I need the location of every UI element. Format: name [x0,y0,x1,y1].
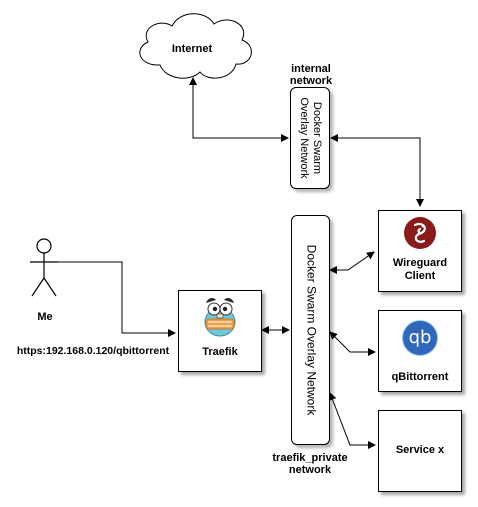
wireguard-label-line2: Client [404,270,436,282]
qbittorrent-label: qBittorrent [391,371,449,383]
overlay-internal-box: Docker Swarm Overlay Network [290,87,330,189]
internet-cloud [139,13,252,79]
wireguard-label-line1: Wireguard [392,257,448,269]
service-x-node: Service x [378,410,462,492]
edge-overlay-wireguard-client [329,251,375,274]
overlay-private-box: Docker Swarm Overlay Network [291,215,330,445]
internet-label: Internet [171,43,213,55]
me-url: https:192.168.0.120/qbittorrent [16,345,170,357]
private-network-caption-line1: traefik_private [272,452,348,464]
overlay-internal-label: Docker Swarm Overlay Network [298,97,323,179]
qbittorrent-icon: qb [402,320,438,356]
edge-overlay-wireguard [330,134,424,207]
internal-network-caption-line2: network [289,75,333,87]
edge-overlay-service-x [328,392,376,449]
private-network-caption-line2: network [288,464,332,476]
qbittorrent-node: qb qBittorrent [378,310,462,392]
service-x-label: Service x [395,444,445,456]
person-icon [30,238,58,297]
wireguard-icon [404,217,436,249]
wireguard-node: Wireguard Client [378,210,462,292]
edge-internet-overlay [189,77,289,142]
traefik-gopher-icon [204,298,236,337]
overlay-private-label: Docker Swarm Overlay Network [304,244,318,416]
edge-overlay-qbittorrent [329,331,376,356]
traefik-label: Traefik [202,346,238,358]
edge-me-traefik [58,261,176,337]
traefik-node: Traefik [178,290,262,372]
me-label: Me [37,311,53,323]
internal-network-caption-line1: internal [291,63,331,75]
